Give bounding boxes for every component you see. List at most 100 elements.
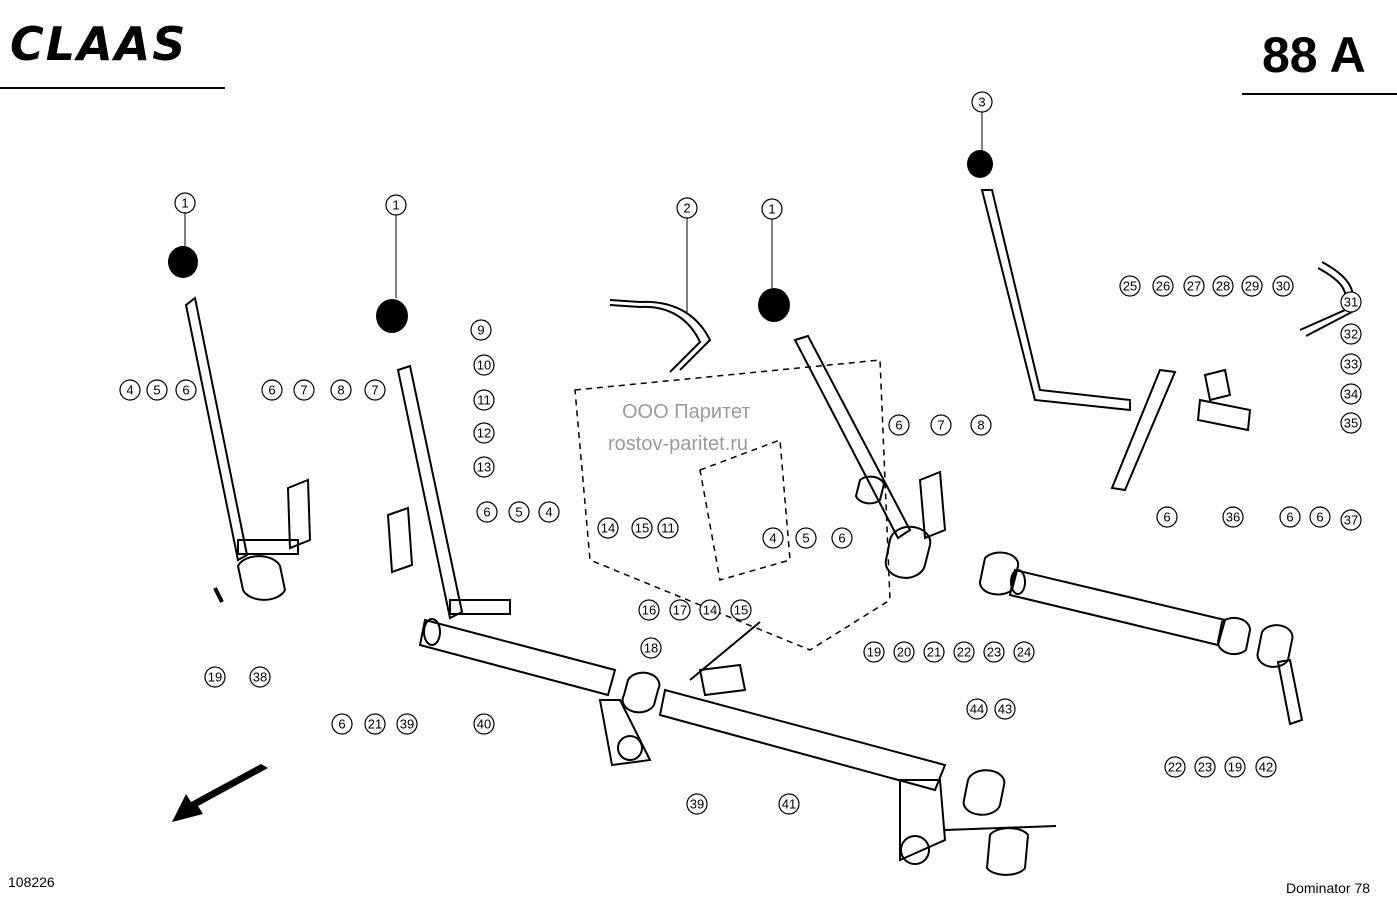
- callout-label: 6: [182, 383, 189, 398]
- callout-circle: [1340, 509, 1362, 531]
- callout-label: 19: [208, 670, 222, 685]
- callout-bubble: 1: [174, 192, 196, 214]
- callout-bubble: 6: [476, 501, 498, 523]
- callout-label: 23: [1198, 760, 1212, 775]
- callout-bubble: 5: [146, 379, 168, 401]
- callout-circle: [175, 379, 197, 401]
- callout-label: 36: [1226, 510, 1240, 525]
- callout-circle: [971, 91, 993, 113]
- callout-circle: [686, 793, 708, 815]
- callout-label: 1: [768, 202, 775, 217]
- callout-bubble: 21: [364, 713, 386, 735]
- callout-bubble: 5: [508, 501, 530, 523]
- callout-bubble: 40: [473, 713, 495, 735]
- callout-bubble: 11: [657, 517, 679, 539]
- callout-circle: [795, 527, 817, 549]
- callout-bubble: 7: [930, 414, 952, 436]
- callout-bubble: 1: [761, 198, 783, 220]
- callout-label: 25: [1123, 279, 1137, 294]
- callout-label: 1: [392, 198, 399, 213]
- callout-bubble: 4: [119, 379, 141, 401]
- callout-circle: [923, 641, 945, 663]
- callout-label: 30: [1276, 279, 1290, 294]
- callout-circle: [1255, 756, 1277, 778]
- callout-label: 19: [867, 645, 881, 660]
- callout-circle: [863, 641, 885, 663]
- callout-label: 6: [895, 418, 902, 433]
- callout-bubble: 29: [1241, 275, 1263, 297]
- callout-label: 18: [644, 641, 658, 656]
- callout-label: 2: [683, 201, 690, 216]
- callout-bubble: 6: [1309, 506, 1331, 528]
- callout-bubble: 17: [669, 599, 691, 621]
- callout-label: 7: [371, 383, 378, 398]
- callout-label: 6: [1286, 510, 1293, 525]
- callout-circle: [893, 641, 915, 663]
- callout-bubble: 28: [1212, 275, 1234, 297]
- callout-bubble: 8: [970, 414, 992, 436]
- callout-label: 14: [703, 603, 717, 618]
- callout-bubble: 35: [1340, 412, 1362, 434]
- callout-circle: [966, 698, 988, 720]
- callout-circle: [1119, 275, 1141, 297]
- callout-label: 4: [126, 383, 133, 398]
- callout-bubble: 10: [473, 354, 495, 376]
- callout-bubble: 25: [1119, 275, 1141, 297]
- cables: [609, 261, 1355, 373]
- callout-circle: [970, 414, 992, 436]
- callout-circle: [638, 599, 660, 621]
- callout-bubble: 4: [538, 501, 560, 523]
- callout-circle: [473, 713, 495, 735]
- callout-circle: [473, 389, 495, 411]
- callout-bubble: 13: [473, 456, 495, 478]
- callout-label: 24: [1017, 645, 1031, 660]
- callout-circle: [888, 414, 910, 436]
- tube-24: [978, 551, 1304, 726]
- callout-label: 42: [1259, 760, 1273, 775]
- callout-bubble: 21: [923, 641, 945, 663]
- callout-circle: [657, 517, 679, 539]
- callout-bubble: 30: [1272, 275, 1294, 297]
- callout-circle: [778, 793, 800, 815]
- callout-circle: [174, 192, 196, 214]
- callout-label: 20: [897, 645, 911, 660]
- callout-label: 17: [673, 603, 687, 618]
- callout-label: 10: [477, 358, 491, 373]
- callout-label: 34: [1344, 387, 1358, 402]
- callout-bubble: 38: [249, 666, 271, 688]
- callout-bubble: 23: [1194, 756, 1216, 778]
- callout-label: 4: [769, 531, 776, 546]
- callout-bubble: 32: [1340, 323, 1362, 345]
- direction-arrow: [172, 764, 268, 822]
- callout-circle: [1309, 506, 1331, 528]
- header-frame: [0, 87, 1397, 95]
- callout-circle: [476, 501, 498, 523]
- callout-label: 13: [477, 460, 491, 475]
- callout-circle: [1183, 275, 1205, 297]
- callout-bubble: 6: [261, 379, 283, 401]
- callout-circle: [146, 379, 168, 401]
- callout-bubble: 11: [473, 389, 495, 411]
- callout-bubble: 3: [971, 91, 993, 113]
- callout-bubble: 19: [863, 641, 885, 663]
- callout-bubble: 19: [204, 666, 226, 688]
- callout-circle: [1340, 291, 1362, 313]
- callout-bubble: 14: [699, 599, 721, 621]
- callout-label: 19: [1228, 760, 1242, 775]
- callout-bubble: 44: [966, 698, 988, 720]
- callout-circle: [983, 641, 1005, 663]
- callout-bubble: 39: [686, 793, 708, 815]
- callout-bubble: 34: [1340, 383, 1362, 405]
- callout-bubble: 42: [1255, 756, 1277, 778]
- callout-circle: [953, 641, 975, 663]
- callout-label: 28: [1216, 279, 1230, 294]
- callout-label: 5: [802, 531, 809, 546]
- callout-bubble: 9: [470, 319, 492, 341]
- drawing-number: 108226: [8, 874, 55, 890]
- callout-bubble: 6: [831, 527, 853, 549]
- callout-bubble: 23: [983, 641, 1005, 663]
- tube-40: [418, 618, 661, 767]
